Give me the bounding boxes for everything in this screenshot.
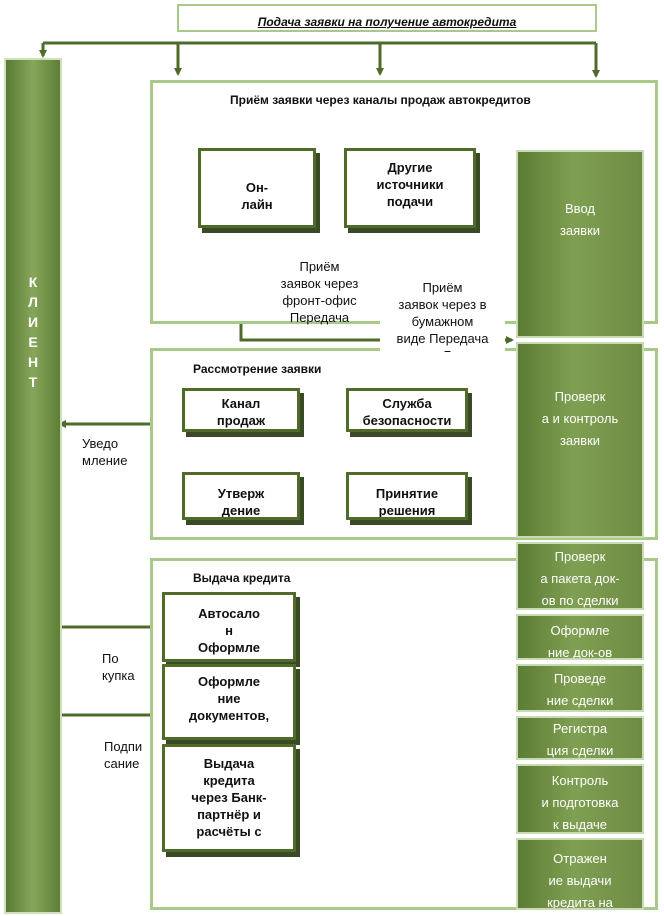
paper-intake-note: Приём заявок через в бумажном виде Перед… [380,262,505,352]
approval-label: Утверж дение [217,486,265,518]
security-service-box: Служба безопасности [346,388,468,432]
approval-box: Утверж дение [182,472,300,520]
sales-channel-label: Канал продаж [216,396,266,428]
client-letter: К [28,274,38,290]
section-issue-title: Выдача кредита [193,571,291,585]
signing-note: Подпи сание [104,739,143,771]
paper-intake-text: Приём заявок через в бумажном виде Перед… [396,280,489,352]
online-box: Он- лайн [198,148,316,228]
other-sources-box: Другие источники подачи [344,148,476,228]
decision-label: Принятие решения [375,486,439,518]
client-letter: Н [27,354,39,370]
header-text: Подача заявки на получение автокредита [257,15,517,29]
decision-box: Принятие решения [346,472,468,520]
documents-label: Оформле ние документов, [188,674,270,723]
security-service-label: Служба безопасности [362,396,452,428]
dealer-label: Автосало н Оформле [198,606,260,655]
other-sources-label: Другие источники подачи [376,160,444,209]
sales-channel-box: Канал продаж [182,388,300,432]
section-intake-title: Приём заявки через каналы продаж автокре… [230,93,531,107]
step-deal: Проведе ние сделки [516,664,644,712]
step-package-check: Проверк а пакета док- ов по сделки [516,542,644,610]
step-application-check: Проверк а и контроль заявки [516,342,644,538]
purchase-note: По купка [102,651,135,683]
client-letter: И [27,314,39,330]
step-application-input: Ввод заявки [516,150,644,338]
online-label: Он- лайн [241,180,273,212]
step-registration: Регистра ция сделки [516,716,644,760]
client-letter: Л [28,294,38,310]
header-box: Подача заявки на получение автокредита [177,4,597,32]
credit-issue-label: Выдача кредита через Банк- партнёр и рас… [191,756,267,839]
client-letter: Т [28,374,38,390]
front-office-note: Приём заявок через фронт-офис Передача [280,259,359,325]
section-review-title: Рассмотрение заявки [193,362,322,376]
step-reflection: Отражен ие выдачи кредита на [516,838,644,910]
documents-box: Оформле ние документов, [162,664,296,740]
client-column: К Л И Е Н Т [4,58,62,914]
step-control: Контроль и подготовка к выдаче [516,764,644,834]
credit-issue-box: Выдача кредита через Банк- партнёр и рас… [162,744,296,852]
notification-note: Уведо мление [82,436,128,468]
dealer-box: Автосало н Оформле [162,592,296,662]
step-documents: Оформле ние док-ов [516,614,644,660]
client-letter: Е [28,334,38,350]
